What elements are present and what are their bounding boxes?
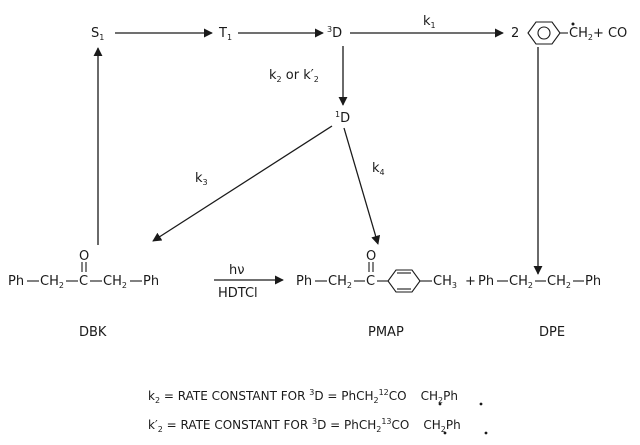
hdtcl-label: HDTCl <box>218 286 258 301</box>
svg-text:C: C <box>79 274 88 289</box>
benzene-ring-benzyl <box>527 21 568 45</box>
svg-text:Ph: Ph <box>585 274 601 289</box>
singlet-d-state: 1D <box>335 110 350 126</box>
pmap-label: PMAP <box>368 325 404 340</box>
svg-text:Ph: Ph <box>296 274 312 289</box>
svg-text:CH3: CH3 <box>433 274 457 290</box>
pmap-structure: Ph CH2 C O CH3 <box>296 249 457 293</box>
k1-label: k1 <box>423 14 436 30</box>
svg-text:Ph: Ph <box>478 274 494 289</box>
k3-label: k3 <box>195 171 208 187</box>
radical-dot <box>571 22 575 26</box>
arrow-singlet-to-pmap <box>343 127 381 245</box>
t1-state: T1 <box>218 26 232 42</box>
svg-text:Ph: Ph <box>143 274 159 289</box>
s1-state: S1 <box>91 26 104 42</box>
svg-text:k2 = RATE CONSTANT FOR 3D = Ph: k2 = RATE CONSTANT FOR 3D = PhCH212COCH2… <box>148 388 458 405</box>
hv-label: hν <box>229 263 245 278</box>
svg-text:CH2: CH2 <box>40 274 64 290</box>
svg-text:Ph: Ph <box>8 274 24 289</box>
svg-text:CH2: CH2 <box>547 274 571 290</box>
svg-text:k′2 = RATE CONSTANT FOR 3D = P: k′2 = RATE CONSTANT FOR 3D = PhCH213COCH… <box>148 417 461 434</box>
k4-label: k4 <box>372 161 385 177</box>
svg-text:CH2: CH2 <box>509 274 533 290</box>
k2-or-k2prime-label: k2 or k′2 <box>269 68 319 84</box>
benzyl-ch2-plus-co: CH2+ CO <box>569 26 627 42</box>
dpe-label: DPE <box>539 325 565 340</box>
svg-text:CH2: CH2 <box>103 274 127 290</box>
svg-text:CH2: CH2 <box>328 274 352 290</box>
svg-text:O: O <box>79 249 89 264</box>
benzyl-coefficient: 2 <box>511 26 519 41</box>
dbk-structure: Ph CH2 C O CH2 Ph <box>8 249 159 290</box>
svg-text:O: O <box>366 249 376 264</box>
dbk-label: DBK <box>79 325 107 340</box>
arrow-singlet-to-dbk <box>152 125 333 242</box>
plus-sign: + <box>465 274 476 289</box>
dpe-structure: Ph CH2 CH2 Ph <box>478 274 601 290</box>
svg-text:C: C <box>366 274 375 289</box>
triplet-d-state: 3D <box>327 25 342 41</box>
